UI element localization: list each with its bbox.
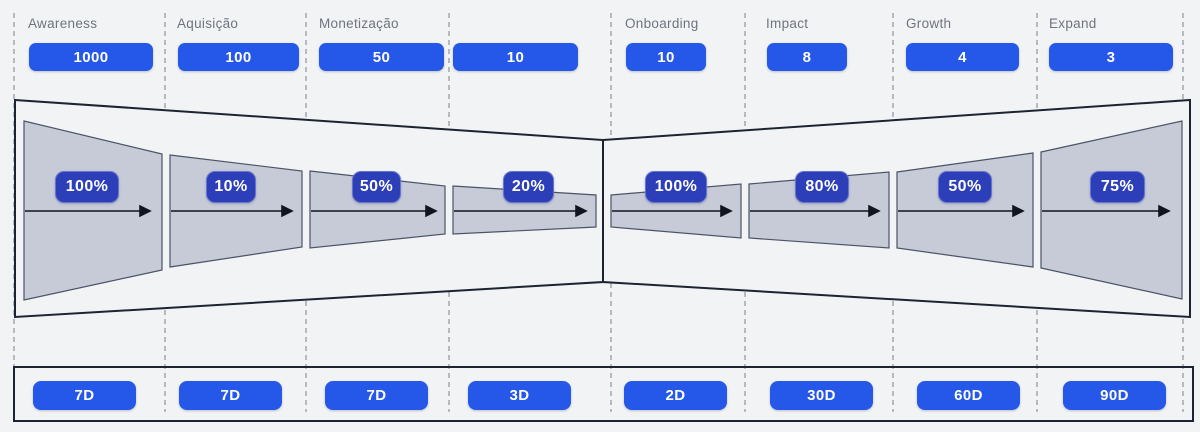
timeline-box (13, 366, 1194, 422)
funnel-segment-expand (1040, 120, 1183, 300)
flow-arrow (25, 204, 152, 218)
stage-label-monetizacao: Monetização (319, 16, 399, 31)
stage-label-aquisicao: Aquisição (177, 16, 239, 31)
flow-arrow (612, 204, 733, 218)
flow-arrows (25, 204, 1171, 218)
conversion-badge: 100% (645, 171, 707, 203)
flow-arrow (1042, 204, 1171, 218)
duration-badge: 7D (179, 381, 282, 410)
duration-badge: 2D (624, 381, 727, 410)
duration-badge: 90D (1063, 381, 1166, 410)
duration-badge: 30D (770, 381, 873, 410)
stage-value-badge: 10 (453, 43, 578, 71)
stage-label-impact: Impact (766, 16, 809, 31)
funnel-segment-growth (896, 152, 1034, 268)
stage-value-badge: 100 (178, 43, 299, 71)
conversion-badge: 10% (206, 171, 256, 203)
conversion-badge: 75% (1090, 171, 1145, 203)
conversion-badge: 50% (352, 171, 401, 203)
conversion-badge: 20% (503, 171, 554, 203)
conversion-badge: 50% (938, 171, 992, 203)
stage-value-badge: 4 (906, 43, 1019, 71)
flow-arrow (750, 204, 881, 218)
stage-value-badge: 50 (319, 43, 444, 71)
stage-value-badge: 1000 (29, 43, 153, 71)
duration-badge: 60D (917, 381, 1020, 410)
flow-arrow (454, 204, 588, 218)
flow-arrow (311, 204, 438, 218)
conversion-badge: 80% (795, 171, 849, 203)
stage-label-growth: Growth (906, 16, 952, 31)
stage-label-onboarding: Onboarding (625, 16, 699, 31)
stage-value-badge: 3 (1049, 43, 1173, 71)
stage-label-awareness: Awareness (28, 16, 98, 31)
duration-badge: 7D (325, 381, 428, 410)
duration-badge: 7D (33, 381, 136, 410)
stage-label-expand: Expand (1049, 16, 1097, 31)
duration-badge: 3D (468, 381, 571, 410)
flow-arrow (898, 204, 1025, 218)
flow-arrow (171, 204, 294, 218)
stage-value-badge: 10 (626, 43, 706, 71)
stage-value-badge: 8 (767, 43, 847, 71)
conversion-badge: 100% (55, 171, 119, 203)
